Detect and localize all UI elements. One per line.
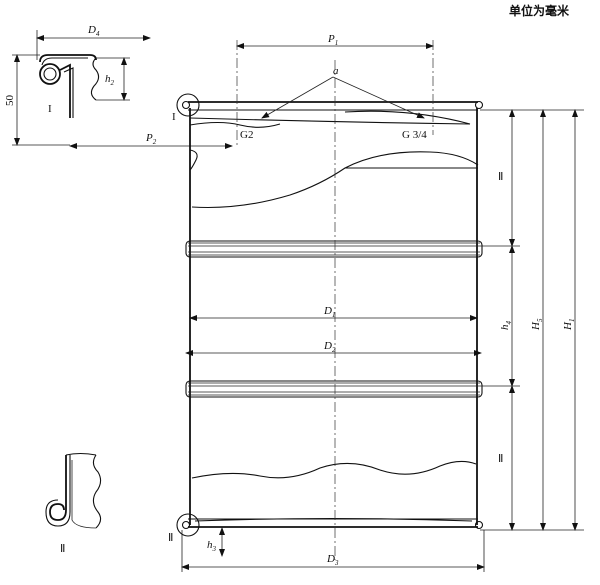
section-II-top: Ⅱ	[498, 171, 503, 183]
label-P1: P1	[327, 33, 338, 47]
dim-P1: P1	[236, 33, 434, 49]
label-D4: D4	[87, 24, 100, 38]
label-G2: G2	[240, 129, 253, 141]
label-D3: D3	[326, 553, 339, 567]
label-h2: h2	[105, 73, 115, 87]
label-50: 50	[4, 95, 16, 107]
label-D2: D2	[323, 340, 336, 354]
detail-I-title: I	[48, 103, 52, 115]
dim-heights: Ⅱ Ⅱ h4 H5 H1	[480, 109, 584, 531]
label-h4: h4	[499, 321, 513, 331]
section-II-bottom: Ⅱ	[498, 453, 503, 465]
drum-body	[176, 40, 484, 560]
label-H5: H5	[530, 318, 544, 331]
label-a: a	[333, 65, 339, 77]
dim-diameters: D1 D2 D3 h3 Ⅱ	[168, 305, 485, 572]
label-D1: D1	[323, 305, 335, 319]
detail-I-view: D4 h2 50 I P2	[4, 24, 233, 149]
label-h3: h3	[207, 539, 217, 553]
label-P2: P2	[145, 132, 157, 146]
detail-I-marker: I	[172, 111, 176, 123]
detail-II-view: Ⅱ	[45, 452, 102, 555]
label-G34: G 3/4	[402, 129, 427, 141]
unit-note: 单位为毫米	[509, 3, 570, 18]
label-H1: H1	[562, 319, 576, 331]
note-a: a G2 G 3/4 I	[172, 65, 427, 141]
detail-II-marker: Ⅱ	[168, 532, 173, 544]
detail-II-title: Ⅱ	[60, 543, 65, 555]
